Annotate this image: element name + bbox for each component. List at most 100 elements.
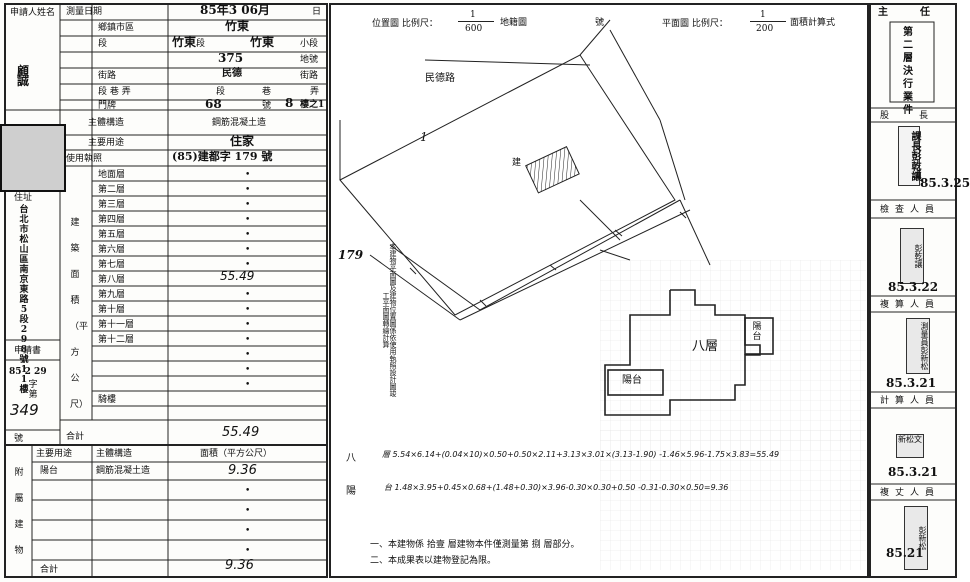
calc-balcony-formula: 台 1.48×3.95+0.45×0.68+(1.48+0.30)×3.96-0… — [384, 483, 729, 492]
location-scale-label: 位置圖 比例尺： — [372, 19, 438, 29]
applicant-address: 台北市松山區南京東路5段298號11樓 — [19, 205, 29, 395]
resurvey-label: 複丈人員 — [880, 488, 941, 498]
annex-value: • — [245, 526, 251, 536]
license-label: 使用執照 — [66, 154, 103, 164]
floor-area: • — [245, 215, 251, 225]
floor-name: 第十一層 — [98, 320, 135, 330]
left-table-grid — [4, 3, 328, 578]
license-value: (85)建都字 179 號 — [172, 150, 273, 163]
floor-area: • — [245, 245, 251, 255]
calc-floor-formula: 層 5.54×6.14+(0.04×10)×0.50+0.50×2.11+3.1… — [382, 450, 780, 459]
floor-area: • — [245, 170, 251, 180]
chief-date: 85.3.25 — [920, 176, 970, 190]
annex-structure: 鋼筋混凝土造 — [96, 466, 151, 476]
inspector-date: 85.3.22 — [888, 280, 939, 294]
floor-name: 第三層 — [98, 200, 126, 210]
floor-area: 55.49 — [220, 269, 255, 283]
location-plan — [339, 19, 711, 321]
authorization-level: 第二層決行業件 — [903, 27, 913, 116]
lot-number: 1 — [420, 130, 428, 144]
floor-area: • — [245, 200, 251, 210]
annex-total-label: 合計 — [40, 565, 59, 575]
annex-header-use: 主要用途 — [36, 449, 73, 459]
lane-label: 段 巷 弄 — [98, 87, 131, 97]
section-chief-label: 股長 — [880, 111, 959, 121]
area-group-label: 建築面積（平方公尺） — [70, 218, 89, 410]
note-1: 一、本建物係 拾壹 層建物本件僅測量第 捌 層部分。 — [370, 540, 580, 550]
annex-use: 陽台 — [40, 466, 59, 476]
floor-plan — [604, 289, 774, 416]
recheck-date: 85.3.21 — [886, 376, 937, 390]
calc-floor-label: 八 — [346, 453, 356, 464]
drawing-vertical-note: 本建物平面圖及建物位置圖係依使用執照設計圖竣工平面圖轉繪計算 — [382, 243, 397, 397]
floor-name: 第十層 — [98, 305, 126, 315]
structure-value: 鋼筋混凝土造 — [212, 118, 267, 128]
inspector-stamp: 彭乾讓 — [900, 228, 924, 284]
balcony-label-right: 陽台 — [752, 322, 762, 342]
floor-area: • — [245, 290, 251, 300]
address-label: 住址 — [14, 193, 33, 203]
floor-area: • — [245, 335, 251, 345]
calculator-label: 計算人員 — [880, 396, 941, 406]
district-label: 鄉鎮市區 — [98, 23, 135, 33]
floor-name: 第五層 — [98, 230, 126, 240]
resurvey-date: 85.21 — [886, 546, 924, 560]
apply-date-label: 申請書 — [14, 346, 42, 356]
drawing-number-label: 號 — [595, 18, 605, 28]
director-title: 主任 — [878, 7, 962, 18]
floor-name: 第二層 — [98, 185, 126, 195]
annex-total: 9.36 — [225, 558, 254, 573]
annex-value: • — [245, 506, 251, 516]
floor-name: 第七層 — [98, 260, 126, 270]
floor-name: 第四層 — [98, 215, 126, 225]
apply-number: 349 — [10, 401, 39, 419]
applicant-name: 顧誠 — [16, 64, 29, 88]
structure-label: 主體構造 — [88, 118, 125, 128]
house-number: 68 — [205, 97, 222, 111]
survey-marks — [409, 211, 687, 307]
calc-balcony-label: 陽 — [346, 486, 356, 497]
floor-name: 第十二層 — [98, 335, 135, 345]
floor-area: • — [245, 230, 251, 240]
lot-179-label: 179 — [338, 248, 364, 262]
annex-value: • — [245, 546, 251, 556]
floor-plan-label: 八層 — [692, 339, 719, 354]
apply-no-prefix: 字第 — [28, 380, 38, 400]
floor-number: 8 — [285, 96, 294, 110]
street-label: 街路 — [98, 71, 117, 81]
street-suffix: 街路 — [300, 71, 319, 81]
apply-date: 85 2 29 — [9, 367, 47, 377]
land-section-label: 段 — [196, 39, 206, 49]
survey-date-suffix: 日 — [312, 7, 322, 17]
survey-date-label: 測量日期 — [66, 7, 103, 17]
floor-area: • — [245, 380, 251, 390]
note-2: 二、本成果表以建物登記為限。 — [370, 556, 497, 566]
street: 民德 — [222, 68, 242, 79]
floor-name: 第六層 — [98, 245, 126, 255]
use-value: 住家 — [230, 134, 255, 148]
lane-part-section: 段 — [216, 87, 226, 97]
annex-value: 9.36 — [228, 463, 257, 478]
floor-name: 第九層 — [98, 290, 126, 300]
location-scale-denominator: 600 — [465, 24, 483, 34]
land-section: 竹東 — [172, 35, 197, 49]
land-subsection-label: 小段 — [300, 39, 319, 49]
applicant-label: 申請人姓名 — [10, 8, 56, 18]
lane-part-alley: 弄 — [310, 87, 320, 97]
floor-name: 騎樓 — [98, 395, 117, 405]
survey-date: 85年3 06月 — [200, 3, 270, 17]
annex-label: 附屬建物 — [14, 468, 24, 556]
location-scale-bar — [458, 21, 494, 22]
resurvey-stamp: 彭新松 — [904, 506, 928, 570]
plan-scale-numerator: 1 — [760, 10, 766, 20]
signoff-grid — [869, 3, 957, 578]
floor-area: • — [245, 320, 251, 330]
floor-area: • — [245, 260, 251, 270]
plan-scale-denominator: 200 — [756, 24, 774, 34]
inspector-label: 檢查人員 — [880, 205, 941, 215]
total-label: 合計 — [66, 432, 85, 442]
calculator-date: 85.3.21 — [888, 465, 939, 479]
location-scale-suffix: 地籍圖 — [500, 18, 528, 28]
location-scale-numerator: 1 — [470, 10, 476, 20]
